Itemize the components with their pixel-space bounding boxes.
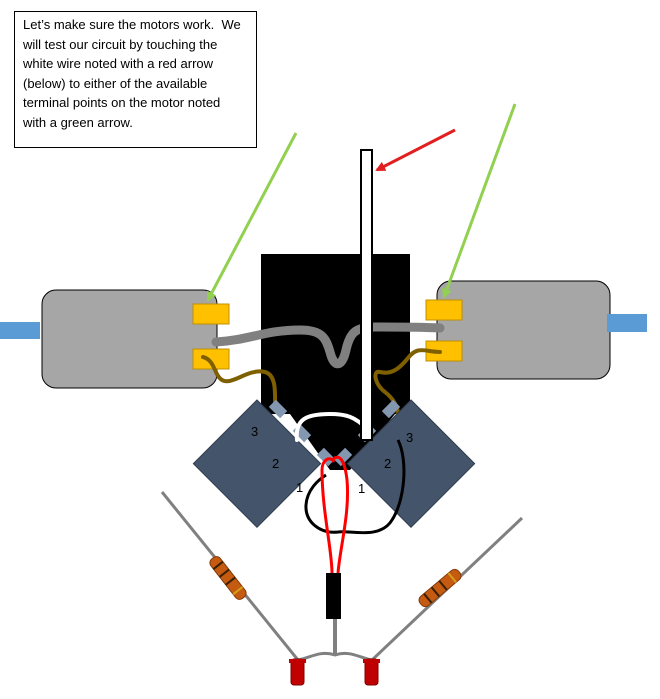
resistor-left-band-1 bbox=[212, 560, 224, 570]
motor-right bbox=[436, 280, 611, 380]
lead-center-join bbox=[297, 651, 373, 662]
motor-shaft-right bbox=[607, 314, 647, 332]
red-wire-left bbox=[320, 457, 336, 574]
terminal-left-bottom[interactable] bbox=[192, 348, 230, 370]
instruction-line-6: with a green arrow. bbox=[23, 114, 133, 130]
instruction-line-5: terminal points on the motor noted bbox=[23, 95, 221, 110]
white-wire-bridge bbox=[294, 411, 370, 442]
led-right-rim bbox=[363, 659, 380, 663]
black-wire-loop bbox=[304, 439, 406, 535]
resistor-left bbox=[209, 556, 247, 600]
switch-left-label-3: 3 bbox=[251, 424, 258, 439]
brown-wire-right bbox=[373, 348, 442, 417]
led-right bbox=[363, 658, 380, 686]
instruction-text-box: Let’s make sure the motors work. We will… bbox=[14, 11, 257, 148]
instruction-line-2: will test our circuit by touching the bbox=[23, 36, 218, 52]
resistor-right-band-3 bbox=[438, 580, 448, 591]
switch-left-label-1: 1 bbox=[296, 480, 303, 495]
instruction-line-1: Let’s make sure the motors work. We bbox=[23, 17, 241, 32]
instruction-line-3: white wire noted with a red arrow bbox=[23, 56, 214, 71]
switch-left-body bbox=[192, 399, 322, 528]
brown-wire-left bbox=[201, 355, 278, 412]
switch-right-pin-3 bbox=[381, 399, 401, 419]
switch-left-label-2: 2 bbox=[272, 456, 279, 471]
white-test-wire[interactable] bbox=[360, 149, 373, 441]
red-arrow bbox=[375, 128, 456, 172]
resistor-left-body bbox=[209, 556, 247, 600]
switch-right-pin-1 bbox=[333, 447, 353, 467]
instruction-line-4: (below) to either of the available bbox=[23, 75, 208, 91]
green-arrow-right bbox=[442, 103, 517, 299]
resistor-right-band-2 bbox=[430, 586, 441, 598]
switch-left-pin-1 bbox=[316, 447, 336, 467]
gray-wire-motor-link bbox=[211, 322, 445, 369]
motor-shaft-left bbox=[0, 322, 40, 339]
wire-connector bbox=[326, 573, 341, 619]
switch-right-body bbox=[346, 399, 476, 528]
terminal-right-top[interactable] bbox=[425, 299, 463, 321]
switch-right-label-2: 2 bbox=[384, 456, 391, 471]
resistor-right bbox=[418, 568, 462, 608]
resistor-left-band-3 bbox=[225, 576, 236, 586]
terminal-left-top[interactable] bbox=[192, 303, 230, 325]
switch-right-label-3: 3 bbox=[406, 430, 413, 445]
switch-right: 3 2 1 bbox=[333, 399, 476, 528]
red-wire-right bbox=[330, 455, 350, 574]
led-left-rim bbox=[289, 659, 306, 663]
resistor-left-band-2 bbox=[218, 568, 230, 578]
switch-left: 3 2 1 bbox=[192, 399, 336, 528]
led-left bbox=[289, 658, 306, 686]
resistor-left-band-4 bbox=[232, 586, 244, 596]
resistor-right-band-1 bbox=[423, 593, 433, 604]
green-arrow-left bbox=[206, 132, 298, 302]
switch-right-label-1: 1 bbox=[358, 481, 365, 496]
switch-left-pin-3 bbox=[268, 399, 288, 419]
resistor-right-band-4 bbox=[447, 572, 457, 583]
motor-left bbox=[41, 289, 218, 389]
resistor-right-body bbox=[418, 568, 462, 608]
